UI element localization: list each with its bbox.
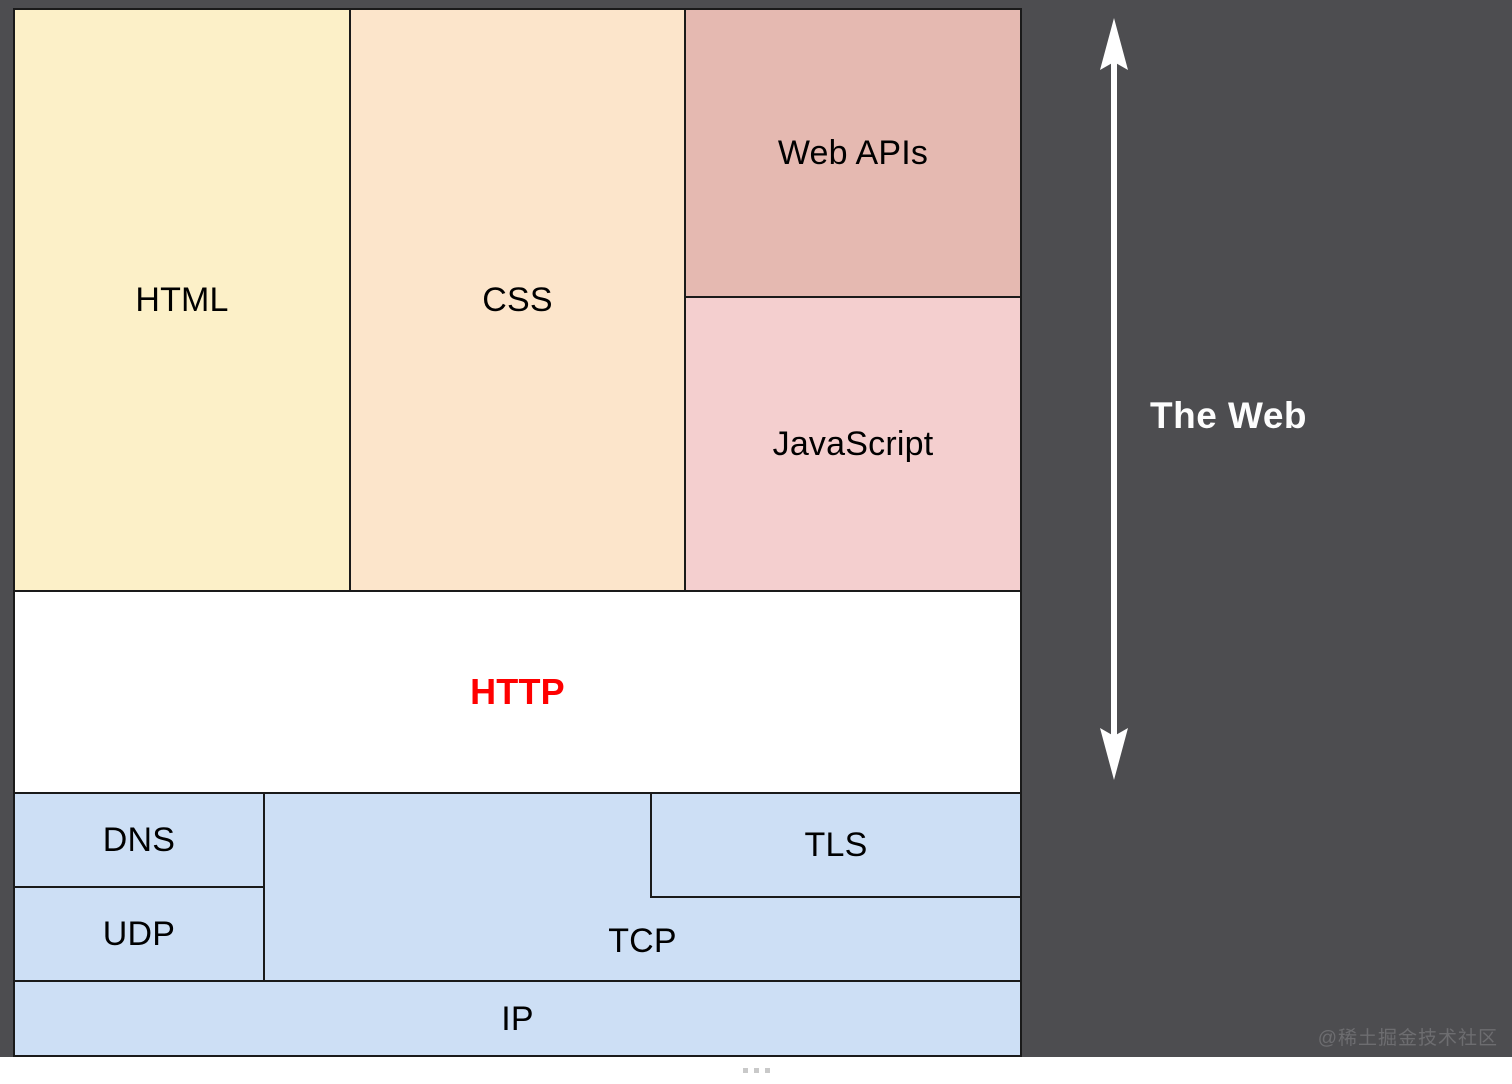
scope-label-the-web: The Web	[1150, 395, 1307, 436]
layer-label-tls: TLS	[804, 826, 868, 864]
bottom-bar	[0, 1057, 1512, 1084]
layer-label-javascript: JavaScript	[772, 425, 934, 463]
drag-dot	[742, 1068, 748, 1073]
layer-label-css: CSS	[482, 281, 553, 319]
layer-label-udp: UDP	[102, 915, 176, 953]
layer-label-ip: IP	[501, 999, 534, 1038]
layer-box-tls[interactable]: TLS	[650, 792, 1022, 898]
layer-box-html[interactable]: HTML	[13, 8, 351, 592]
layer-label-tcp: TCP	[608, 922, 677, 960]
watermark-text: @稀土掘金技术社区	[1317, 1028, 1498, 1049]
layer-box-udp[interactable]: UDP	[13, 886, 265, 982]
drag-dot	[764, 1068, 770, 1073]
layer-box-web-apis[interactable]: Web APIs	[684, 8, 1022, 298]
double-headed-vertical-arrow-icon	[1100, 18, 1128, 780]
layer-box-javascript[interactable]: JavaScript	[684, 296, 1022, 592]
layer-box-dns[interactable]: DNS	[13, 792, 265, 888]
layer-box-ip[interactable]: IP	[13, 980, 1022, 1057]
layer-label-dns: DNS	[102, 821, 176, 859]
layer-label-html: HTML	[135, 281, 229, 319]
drag-handle-dots-icon[interactable]	[742, 1068, 770, 1073]
layer-label-web-apis: Web APIs	[777, 134, 929, 172]
layer-box-css[interactable]: CSS	[349, 8, 686, 592]
drag-dot	[753, 1068, 759, 1073]
web-stack-diagram: HTML CSS Web APIs JavaScript HTTP TCP TL…	[13, 8, 1022, 1057]
layer-box-http[interactable]: HTTP	[13, 590, 1022, 794]
layer-label-http: HTTP	[470, 671, 565, 712]
